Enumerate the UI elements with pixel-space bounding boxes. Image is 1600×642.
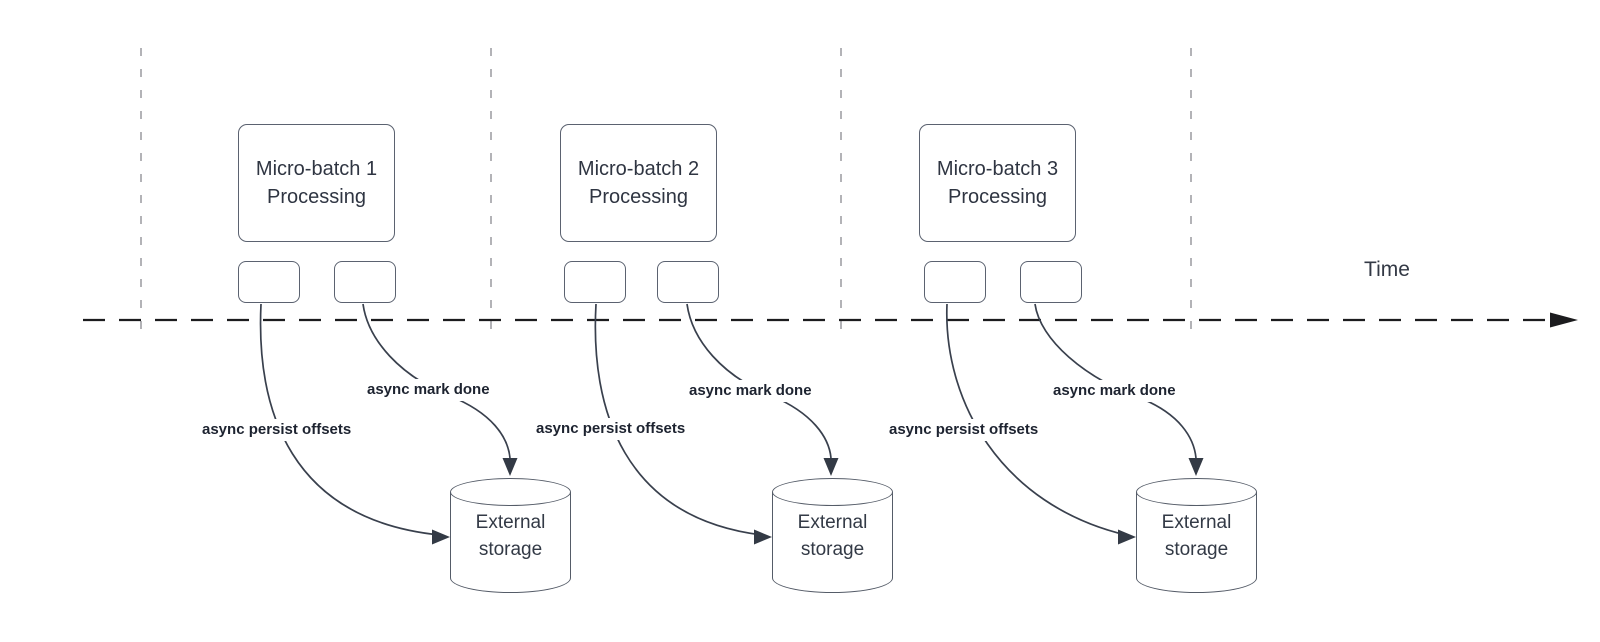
batch3-external-storage-label: External storage	[1161, 512, 1232, 560]
micro-batch-1-processing-box: Micro-batch 1 Processing	[238, 124, 395, 242]
batch2-persist-arrowhead-icon	[754, 529, 772, 545]
batch1-subtask-box-a	[238, 261, 300, 303]
batch2-subtask-box-b	[657, 261, 719, 303]
cylinder-body	[1136, 492, 1257, 593]
time-axis-arrowhead-icon	[1550, 312, 1578, 328]
time-axis-label: Time	[1364, 258, 1410, 281]
micro-batch-2-label: Micro-batch 2 Processing	[577, 158, 700, 208]
batch2-subtask-box-a	[564, 261, 626, 303]
micro-batch-3-label: Micro-batch 3 Processing	[936, 158, 1059, 208]
batch1-external-storage-cylinder: External storage	[450, 478, 571, 593]
batch3-external-storage-cylinder: External storage	[1136, 478, 1257, 593]
batch1-mark-done-label: async mark done	[364, 379, 493, 401]
batch1-persist-offsets-arrow	[259, 303, 441, 536]
batch1-mark-done-arrowhead-icon	[502, 458, 518, 476]
batch1-external-storage-label: External storage	[475, 512, 546, 560]
batch3-persist-offsets-arrow	[946, 303, 1127, 536]
batch3-subtask-box-a	[924, 261, 986, 303]
cylinder-top-ellipse	[772, 478, 893, 506]
batch1-persist-arrowhead-icon	[432, 529, 450, 545]
batch1-persist-offsets-label: async persist offsets	[199, 419, 355, 441]
batch3-persist-arrowhead-icon	[1118, 529, 1136, 545]
batch2-mark-done-arrowhead-icon	[823, 458, 839, 476]
micro-batch-3-processing-box: Micro-batch 3 Processing	[919, 124, 1076, 242]
cylinder-top-ellipse	[1136, 478, 1257, 506]
batch3-persist-offsets-label: async persist offsets	[886, 419, 1042, 441]
batch1-subtask-box-b	[334, 261, 396, 303]
micro-batch-2-processing-box: Micro-batch 2 Processing	[560, 124, 717, 242]
batch2-external-storage-cylinder: External storage	[772, 478, 893, 593]
batch2-persist-offsets-label: async persist offsets	[533, 418, 689, 440]
batch2-mark-done-label: async mark done	[686, 380, 815, 402]
batch3-subtask-box-b	[1020, 261, 1082, 303]
batch3-mark-done-label: async mark done	[1050, 380, 1179, 402]
batch3-mark-done-arrowhead-icon	[1188, 458, 1204, 476]
batch2-external-storage-label: External storage	[797, 512, 868, 560]
cylinder-top-ellipse	[450, 478, 571, 506]
cylinder-body	[450, 492, 571, 593]
cylinder-body	[772, 492, 893, 593]
micro-batch-1-label: Micro-batch 1 Processing	[255, 158, 378, 208]
batch2-persist-offsets-arrow	[594, 303, 763, 536]
